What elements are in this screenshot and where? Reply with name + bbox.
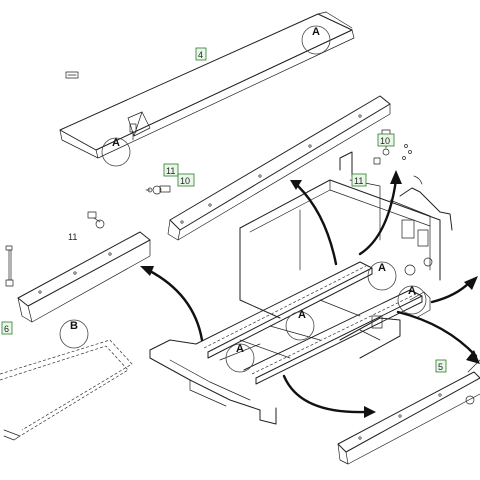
detail-circle-a-left: A [101, 137, 131, 167]
detail-label-a-top: A [312, 26, 320, 38]
bolt-set-middle [145, 185, 171, 195]
arrow-to-right-tower [358, 170, 402, 256]
detail-circle-a-frame-top: A [367, 261, 397, 291]
callout-part-6: 6 [1, 321, 13, 335]
detail-label-a-lower-left: A [236, 343, 244, 355]
long-bolt-left [5, 245, 14, 287]
arrow-to-top-panel [290, 180, 338, 266]
callout-label-part-5: 5 [438, 362, 443, 372]
detail-label-a-left: A [112, 137, 120, 149]
detail-circle-a-top: A [301, 25, 331, 55]
callout-part-10-top: 10 [377, 133, 395, 147]
callout-part-4: 4 [195, 47, 207, 61]
callout-label-part-6: 6 [4, 324, 9, 334]
callout-part-10-left: 10 [177, 173, 195, 187]
detail-label-a-center: A [298, 309, 306, 321]
detail-label-b: B [70, 320, 78, 332]
callout-label-part-4: 4 [198, 50, 203, 60]
top-cover-panel [59, 11, 355, 159]
fastener-symbol [65, 71, 79, 79]
callout-part-11-right: 11 [351, 173, 367, 187]
arrow-to-bottom-right [396, 310, 480, 364]
detail-circle-b: B [59, 319, 89, 349]
arrow-to-right-edge [430, 276, 478, 304]
callout-label-part-11-plain: 11 [68, 232, 77, 242]
detail-circle-a-center: A [285, 309, 315, 341]
callout-label-part-10-top: 10 [380, 136, 390, 146]
callout-part-11-plain: 11 [68, 232, 77, 242]
floor-panel [0, 339, 133, 441]
arrow-to-left-plate [140, 266, 204, 342]
arrow-to-bottom-plate [282, 374, 376, 418]
callout-label-part-11-right: 11 [354, 176, 363, 186]
left-angle-plate [17, 231, 151, 323]
bolt-top-panel [129, 123, 137, 141]
detail-circle-a-right-frame: A [397, 285, 427, 315]
callout-part-11-left: 11 [163, 163, 179, 177]
callout-part-5: 5 [435, 359, 447, 373]
detail-circle-a-lower-left: A [225, 343, 255, 373]
middle-angle-plate [167, 95, 391, 241]
detail-label-a-right-frame: A [408, 285, 416, 297]
main-frame [149, 151, 453, 425]
right-bottom-angle-plate [337, 371, 480, 465]
callout-label-part-11-left: 11 [166, 166, 175, 176]
detail-label-a-frame-top: A [378, 262, 386, 274]
bolt-set-left [87, 211, 105, 229]
callout-label-part-10-left: 10 [180, 176, 190, 186]
